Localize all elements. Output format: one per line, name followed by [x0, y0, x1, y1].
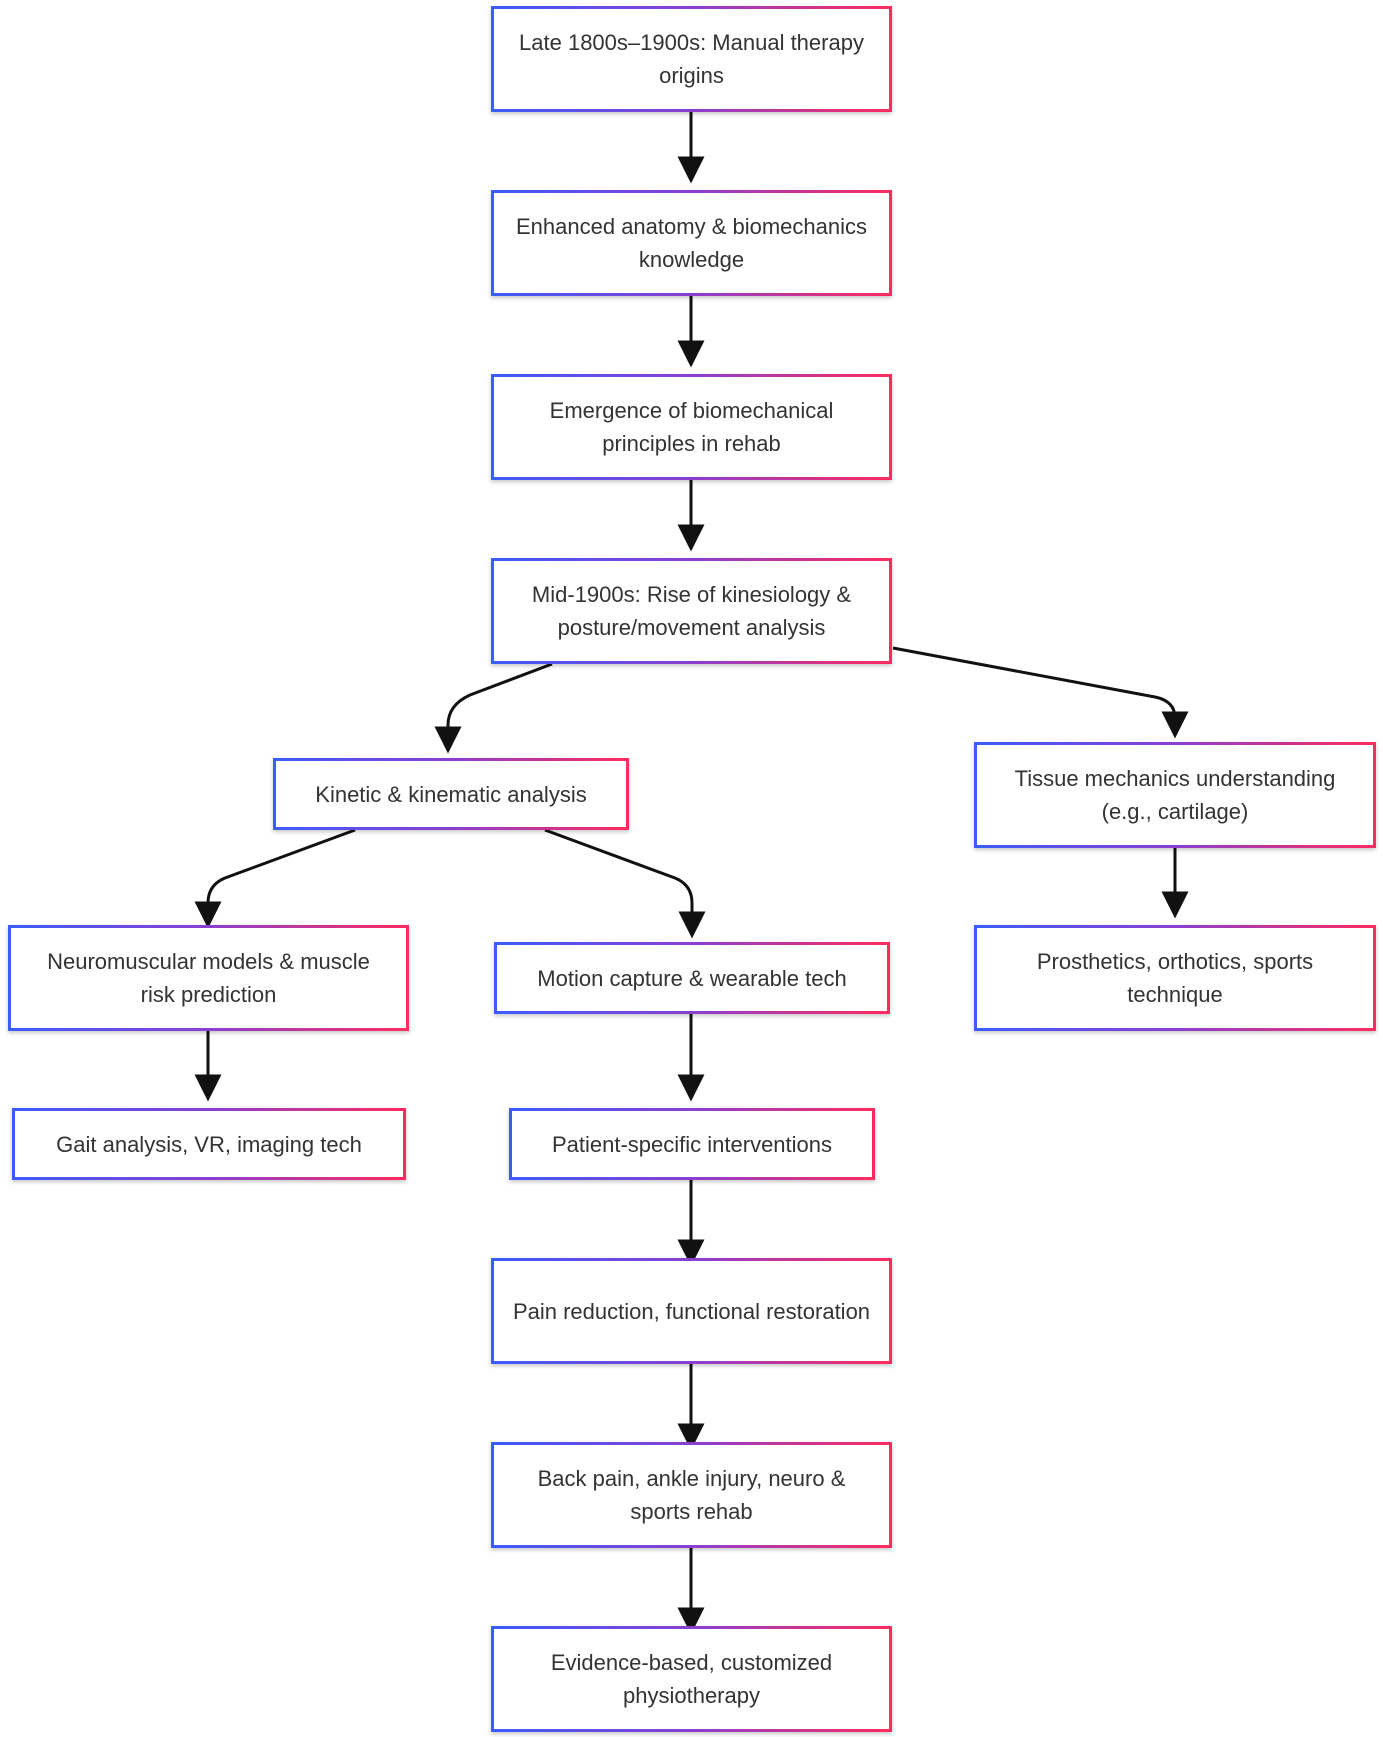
- node-evidence-based-physiotherapy: Evidence-based, customized physiotherapy: [491, 1626, 892, 1732]
- node-biomechanical-principles: Emergence of biomechanical principles in…: [491, 374, 892, 480]
- node-tissue-mechanics: Tissue mechanics understanding (e.g., ca…: [974, 742, 1376, 848]
- node-kinetic-kinematic-analysis: Kinetic & kinematic analysis: [273, 758, 629, 830]
- node-rehab-applications: Back pain, ankle injury, neuro & sports …: [491, 1442, 892, 1548]
- node-gait-analysis: Gait analysis, VR, imaging tech: [12, 1108, 406, 1180]
- edge-n4-n6: [892, 646, 1189, 739]
- edge-n4-n5: [434, 662, 553, 754]
- node-prosthetics-orthotics: Prosthetics, orthotics, sports technique: [974, 925, 1376, 1031]
- node-pain-reduction: Pain reduction, functional restoration: [491, 1258, 892, 1364]
- node-manual-therapy-origins: Late 1800s–1900s: Manual therapy origins: [491, 6, 892, 112]
- edge-n5-n8: [544, 828, 706, 939]
- edge-n5-n7: [194, 828, 356, 929]
- node-kinesiology-rise: Mid-1900s: Rise of kinesiology & posture…: [491, 558, 892, 664]
- node-motion-capture: Motion capture & wearable tech: [494, 942, 890, 1014]
- node-neuromuscular-models: Neuromuscular models & muscle risk predi…: [8, 925, 409, 1031]
- node-anatomy-biomechanics-knowledge: Enhanced anatomy & biomechanics knowledg…: [491, 190, 892, 296]
- node-patient-specific-interventions: Patient-specific interventions: [509, 1108, 875, 1180]
